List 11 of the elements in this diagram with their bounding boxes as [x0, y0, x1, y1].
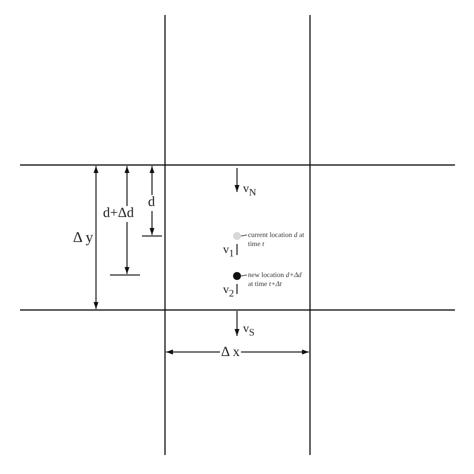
location-point — [233, 272, 241, 280]
leader-line — [240, 234, 248, 236]
math-label: v$_{S}$ — [243, 322, 255, 338]
math-label: d+Δd — [102, 206, 135, 222]
leader-line — [240, 274, 248, 276]
math-label: v$_{N}$ — [243, 182, 256, 198]
math-label: v$_{2}$ — [223, 283, 234, 300]
math-label: Δ y — [72, 230, 94, 247]
math-label: v$_{1}$ — [223, 243, 234, 260]
math-label: d — [147, 195, 156, 211]
location-point — [233, 232, 241, 240]
